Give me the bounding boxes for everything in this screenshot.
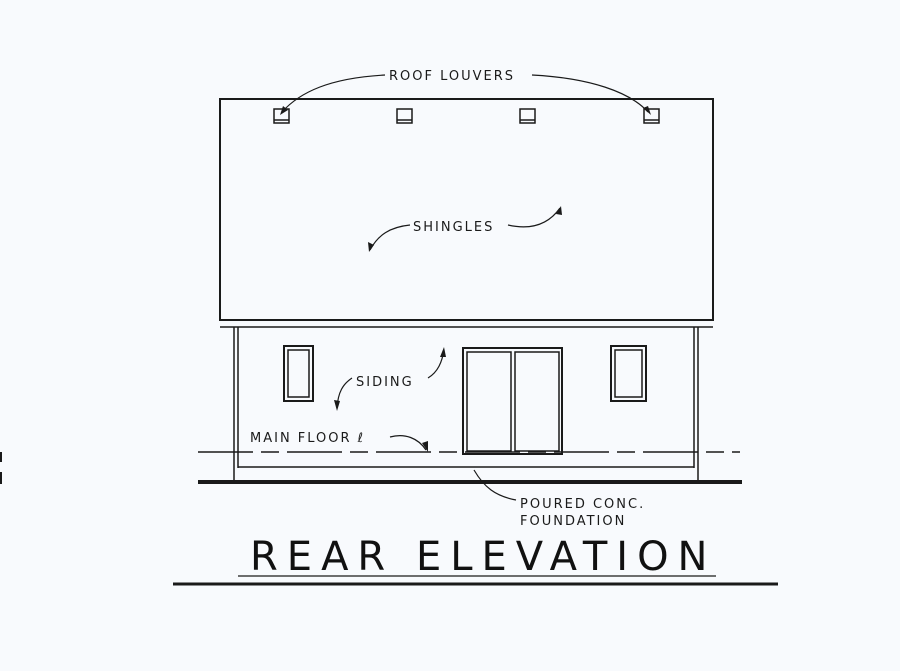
foundation-label-line1: POURED CONC. [520,497,645,512]
louver-3 [519,108,536,124]
roof-louvers-label: ROOF LOUVERS [389,69,515,84]
sliding-door [462,347,563,455]
walls [233,327,699,480]
shingles-label: SHINGLES [413,220,494,235]
louver-2 [396,108,413,124]
main-floor-label: MAIN FLOOR ℓ [250,431,365,446]
foundation-label-line2: FOUNDATION [520,514,626,529]
window-left [283,345,314,402]
louver-4 [643,108,660,124]
drawing-title: REAR ELEVATION [250,534,716,580]
arrowheads [280,106,651,452]
siding-label: SIDING [356,375,414,390]
window-right [610,345,647,402]
roof [219,98,714,321]
roof-louvers [273,108,660,124]
louver-1 [273,108,290,124]
